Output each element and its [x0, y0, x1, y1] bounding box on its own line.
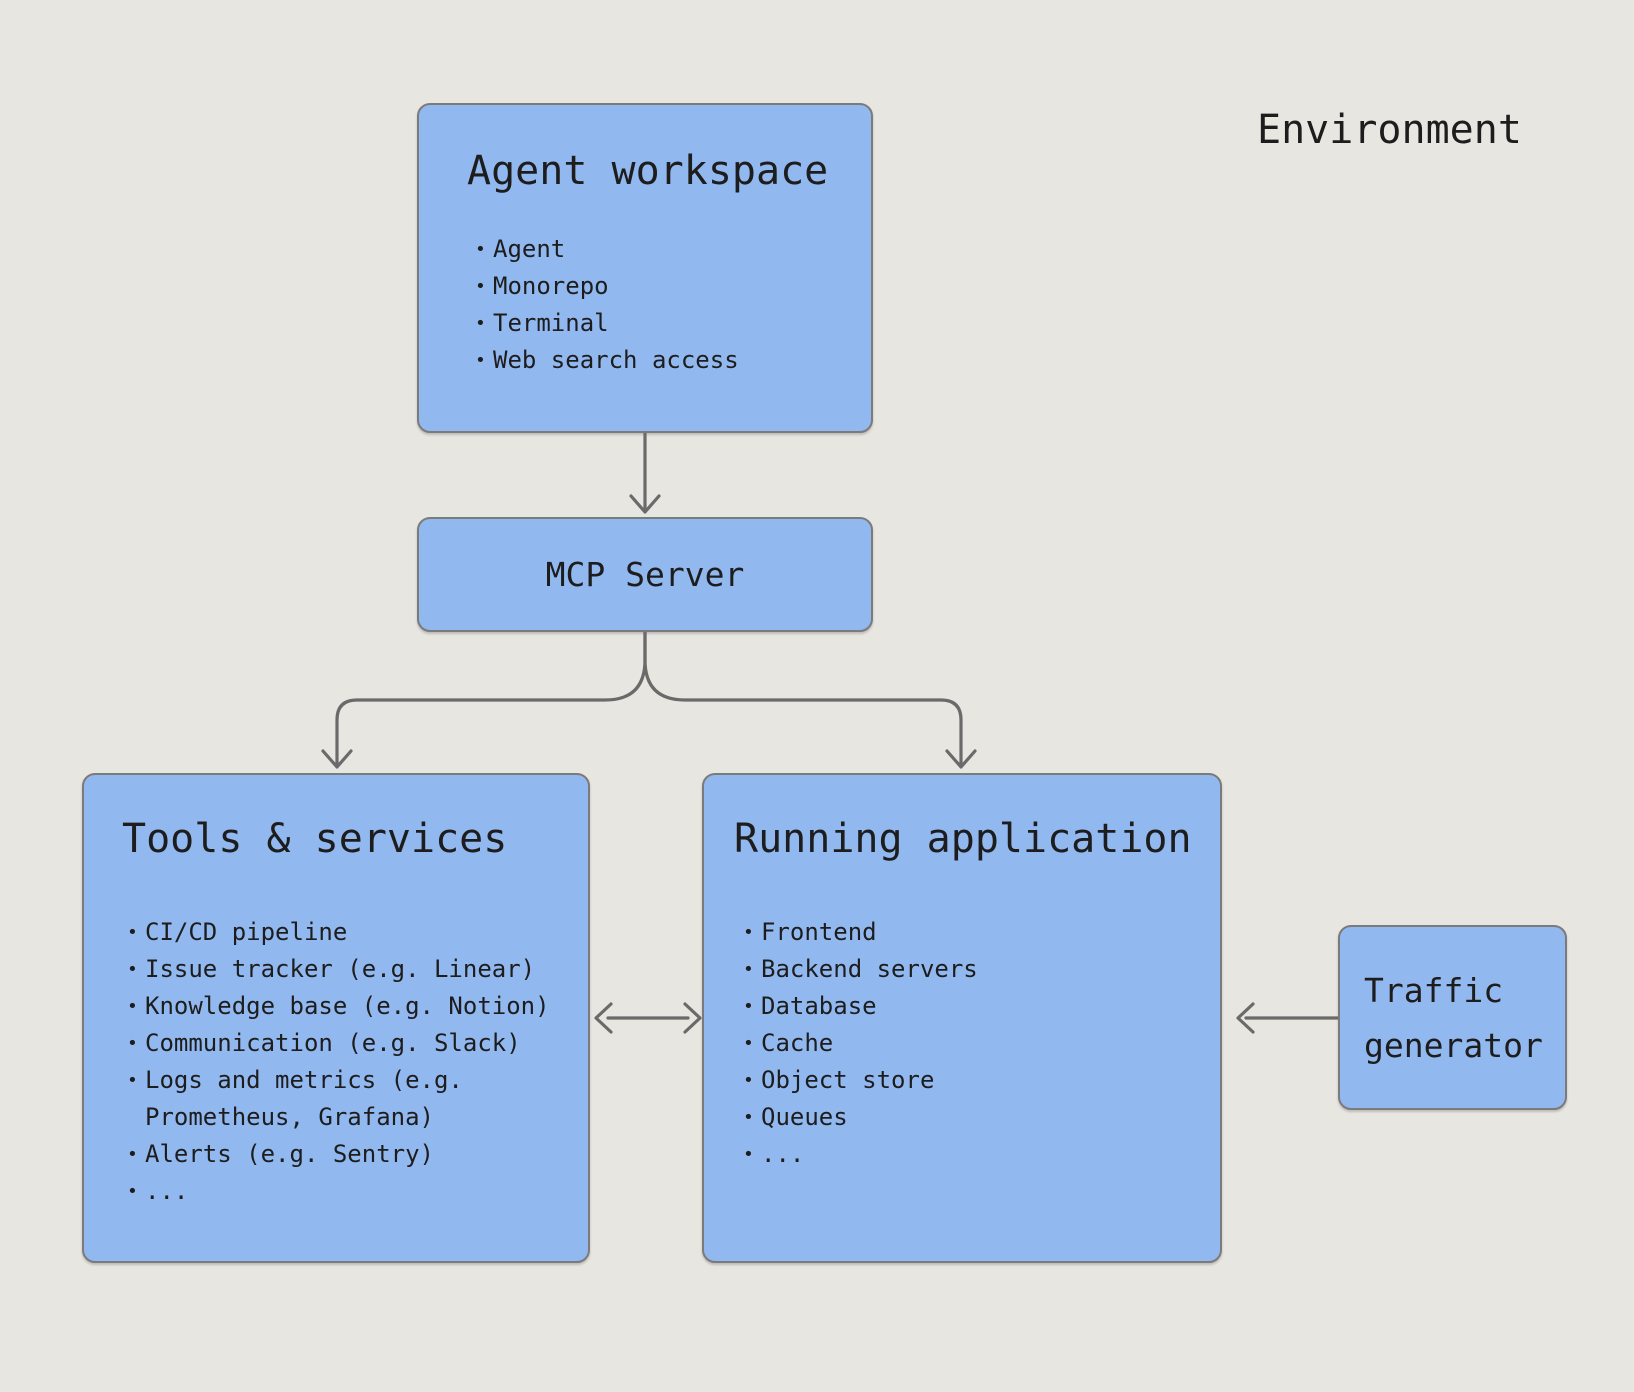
- traffic-generator-title: Traffic generator: [1364, 970, 1543, 1065]
- agent-workspace-box: Agent workspace Agent Monorepo Terminal …: [417, 103, 873, 433]
- list-item: Logs and metrics (e.g. Prometheus, Grafa…: [127, 1062, 565, 1136]
- list-item: Communication (e.g. Slack): [127, 1025, 565, 1062]
- list-item: Web search access: [475, 342, 857, 379]
- list-item: Frontend: [743, 914, 1195, 951]
- tools-services-list: CI/CD pipeline Issue tracker (e.g. Linea…: [127, 914, 565, 1210]
- mcp-server-title: MCP Server: [545, 554, 745, 594]
- tools-services-box: Tools & services CI/CD pipeline Issue tr…: [82, 773, 590, 1263]
- agent-to-mcp-arrow: [629, 431, 661, 514]
- list-item: ...: [127, 1173, 565, 1210]
- list-item: ...: [743, 1136, 1195, 1173]
- list-item: Cache: [743, 1025, 1195, 1062]
- list-item: Queues: [743, 1099, 1195, 1136]
- list-item: Database: [743, 988, 1195, 1025]
- list-item: CI/CD pipeline: [127, 914, 565, 951]
- mcp-to-running-arrow: [643, 630, 977, 769]
- list-item: Monorepo: [475, 268, 857, 305]
- mcp-server-box: MCP Server: [417, 517, 873, 632]
- running-application-box: Running application Frontend Backend ser…: [702, 773, 1222, 1263]
- agent-workspace-list: Agent Monorepo Terminal Web search acces…: [475, 231, 857, 379]
- list-item: Alerts (e.g. Sentry): [127, 1136, 565, 1173]
- traffic-to-running-arrow: [1236, 1002, 1340, 1034]
- list-item: Issue tracker (e.g. Linear): [127, 951, 565, 988]
- running-application-list: Frontend Backend servers Database Cache …: [743, 914, 1195, 1173]
- list-item: Knowledge base (e.g. Notion): [127, 988, 565, 1025]
- list-item: Backend servers: [743, 951, 1195, 988]
- traffic-generator-box: Traffic generator: [1338, 925, 1567, 1110]
- list-item: Terminal: [475, 305, 857, 342]
- running-application-title: Running application: [734, 816, 1192, 862]
- environment-label: Environment: [1257, 107, 1522, 153]
- agent-workspace-title: Agent workspace: [467, 148, 829, 194]
- tools-running-double-arrow: [594, 1002, 702, 1034]
- list-item: Object store: [743, 1062, 1195, 1099]
- list-item: Agent: [475, 231, 857, 268]
- tools-services-title: Tools & services: [122, 816, 508, 862]
- mcp-to-tools-arrow: [321, 630, 647, 769]
